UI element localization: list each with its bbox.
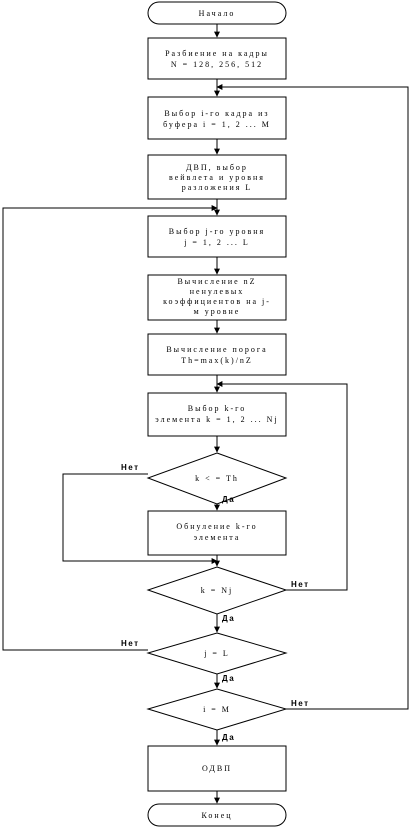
count-nonzero-box <box>147 274 287 321</box>
dwt-select-box <box>147 154 287 200</box>
connectors <box>2 24 409 804</box>
threshold-line-1: Вычисление порога <box>166 345 267 354</box>
zero-element-line-1: Обнуление k-го <box>176 522 257 531</box>
cond-j-l-text: j = L <box>203 649 230 658</box>
count-nonzero-line-1: Вычисление nZ <box>177 277 256 286</box>
edge-cond2-no-loop <box>216 381 348 591</box>
split-frames-line-1: Разбиение на кадры <box>165 49 269 58</box>
zero-element-box <box>147 510 287 556</box>
label-cond3-yes: Да <box>222 674 235 683</box>
label-cond3-no: Нет <box>121 639 140 648</box>
idwt-text: ОДВП <box>202 764 232 773</box>
cond-k-th-text: k < = Th <box>195 474 239 483</box>
count-nonzero-line-4: м уровне <box>194 307 241 316</box>
cond-i-m-diamond <box>146 688 288 731</box>
split-frames-line-2: N = 128, 256, 512 <box>171 60 263 69</box>
split-frames-box <box>147 37 287 80</box>
start-terminator <box>147 1 287 25</box>
threshold-box <box>147 333 287 376</box>
select-frame-line-1: Выбор i-го кадра из <box>164 109 269 118</box>
edge-cond3-no-loop <box>2 205 218 651</box>
select-level-line-1: Выбор j-го уровня <box>169 227 266 236</box>
end-text: Конец <box>201 811 232 820</box>
end-terminator <box>147 803 287 827</box>
idwt-box <box>147 745 287 792</box>
dwt-select-line-2: вейвлета и уровня <box>169 173 265 182</box>
cond-k-nj-diamond <box>146 566 288 615</box>
select-level-line-2: j = 1, 2 ... L <box>183 238 250 247</box>
dwt-select-line-1: ДВП, выбор <box>186 163 248 172</box>
cond-j-l-diamond <box>146 632 288 675</box>
label-cond2-yes: Да <box>222 614 235 623</box>
edge-cond1-no-skip <box>62 473 218 564</box>
select-frame-box <box>147 96 287 140</box>
select-element-line-1: Выбор k-го <box>188 404 247 413</box>
select-element-box <box>147 392 287 437</box>
label-cond2-no: Нет <box>291 580 310 589</box>
zero-element-line-2: элемента <box>194 533 241 542</box>
label-cond1-yes: Да <box>222 495 235 504</box>
select-level-box <box>147 215 287 258</box>
cond-k-th-diamond <box>146 452 288 505</box>
select-element-line-2: элемента k = 1, 2 ... Nj <box>155 415 278 424</box>
select-frame-line-2: буфера i = 1, 2 ... M <box>163 120 271 129</box>
count-nonzero-line-3: коэффициентов на j- <box>163 297 271 306</box>
threshold-line-2: Th=max(k)/nZ <box>181 356 253 365</box>
count-nonzero-line-2: ненулевых <box>190 287 244 296</box>
edge-cond4-no-loop <box>216 84 409 710</box>
cond-k-nj-text: k = Nj <box>201 586 234 595</box>
start-text: Начало <box>199 9 236 18</box>
cond-i-m-text: i = M <box>203 705 231 714</box>
label-cond1-no: Нет <box>121 463 140 472</box>
dwt-select-line-3: разложения L <box>182 183 253 192</box>
label-cond4-yes: Да <box>222 733 235 742</box>
label-cond4-no: Нет <box>291 699 310 708</box>
